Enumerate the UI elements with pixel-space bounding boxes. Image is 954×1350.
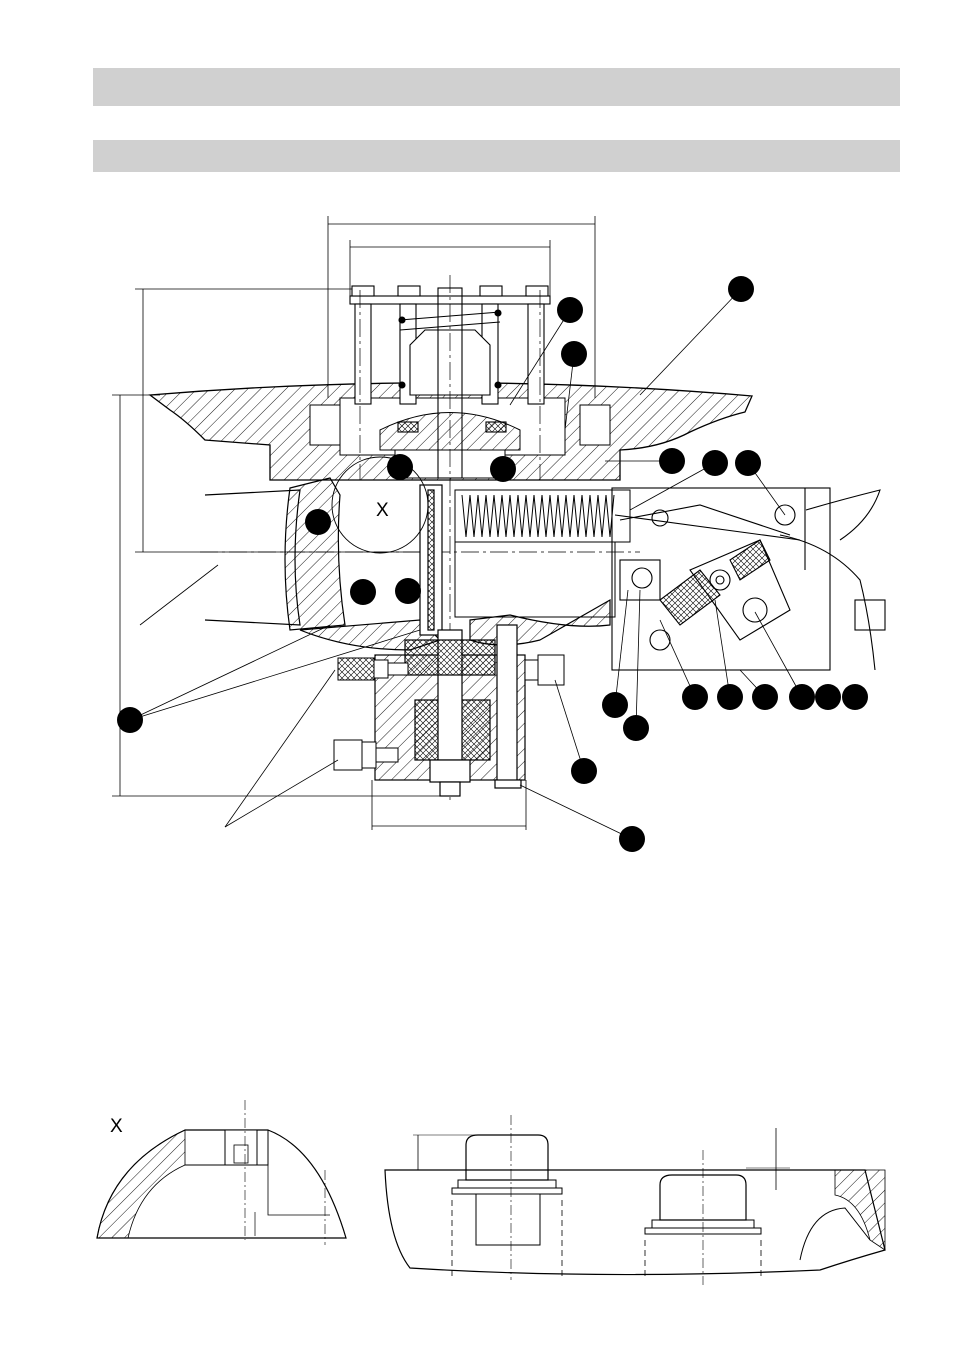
detail-x-label: X xyxy=(376,500,389,521)
top-plate xyxy=(148,382,753,481)
callout-balloons xyxy=(117,276,868,852)
section-header-bar xyxy=(93,68,900,106)
subsection-header-bar xyxy=(93,140,900,172)
detail-x-marker: X xyxy=(331,456,429,554)
detail-view-pins xyxy=(384,1115,886,1285)
view-x-label: X xyxy=(110,1116,123,1137)
linkage-bracket xyxy=(611,487,886,671)
coil-spring xyxy=(454,489,631,618)
grease-fittings xyxy=(333,654,565,771)
lower-bearing-block xyxy=(374,624,526,797)
leader-lines xyxy=(129,288,803,840)
detail-view-x: X xyxy=(96,1100,347,1245)
